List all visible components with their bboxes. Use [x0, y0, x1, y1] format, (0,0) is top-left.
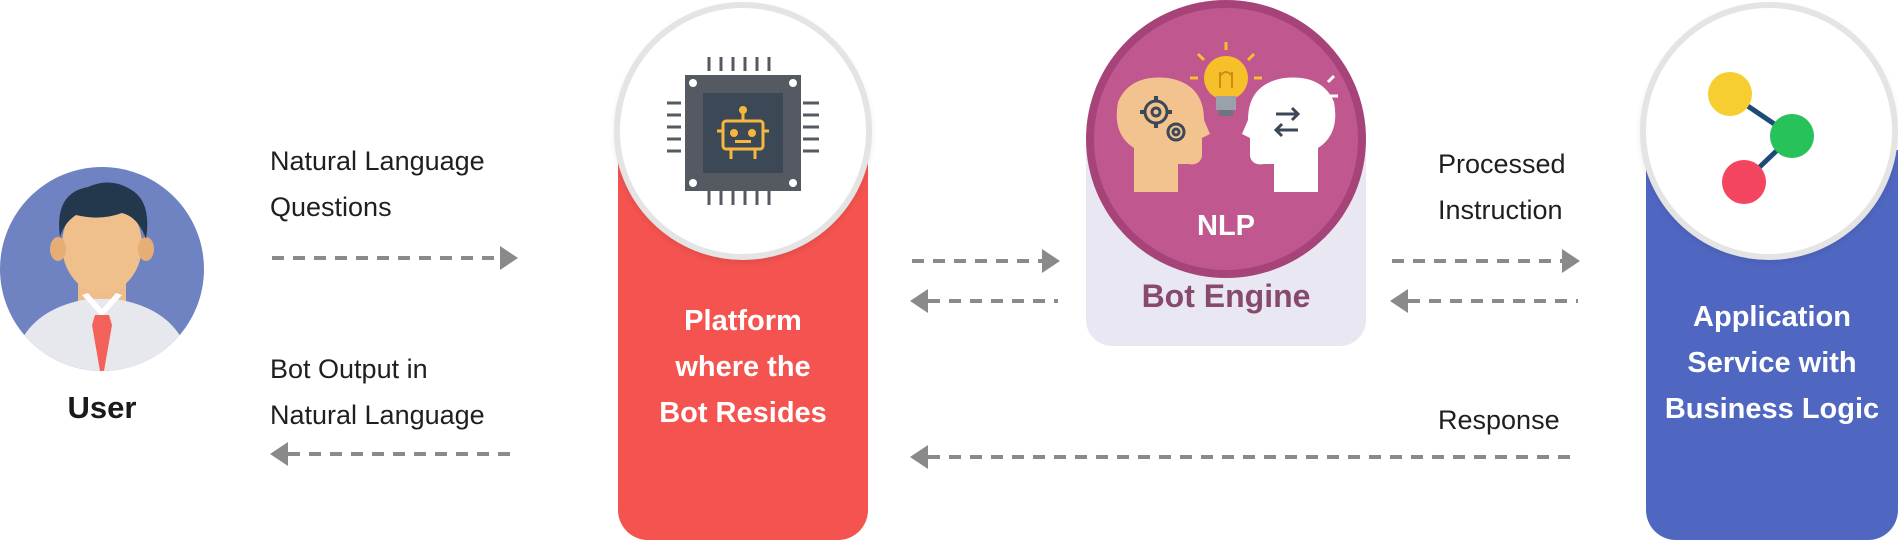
response-text: Response [1438, 405, 1560, 435]
arrowhead-to-platform [910, 289, 928, 313]
arrowhead-response [910, 445, 928, 469]
engine-label: Bot Engine [1141, 278, 1311, 314]
app-icon-circle [1640, 2, 1898, 260]
output-text: Bot Output in Natural Language [270, 354, 485, 430]
nlp-circle [1086, 0, 1366, 278]
processed-text: Processed Instruction [1438, 149, 1566, 225]
person-avatar-icon [16, 182, 188, 371]
arrowhead-to-engine-back [1390, 289, 1408, 313]
user-avatar [0, 167, 204, 371]
app-label: Application Service with Business Logic [1664, 301, 1880, 425]
arrowhead-output [270, 442, 288, 466]
brain-gears-lightbulb-icon [1116, 42, 1338, 192]
arrowhead-to-engine [1042, 249, 1060, 273]
user-label: User [67, 390, 137, 425]
nlp-label: NLP [1197, 210, 1255, 242]
platform-icon-circle [614, 2, 872, 260]
platform-label: Platform where the Bot Resides [659, 305, 827, 429]
share-nodes-icon [1708, 72, 1814, 204]
questions-text: Natural Language Questions [270, 146, 485, 222]
robot-chip-icon [667, 57, 819, 205]
arrowhead-to-app [1562, 249, 1580, 273]
arrowhead-questions [500, 246, 518, 270]
